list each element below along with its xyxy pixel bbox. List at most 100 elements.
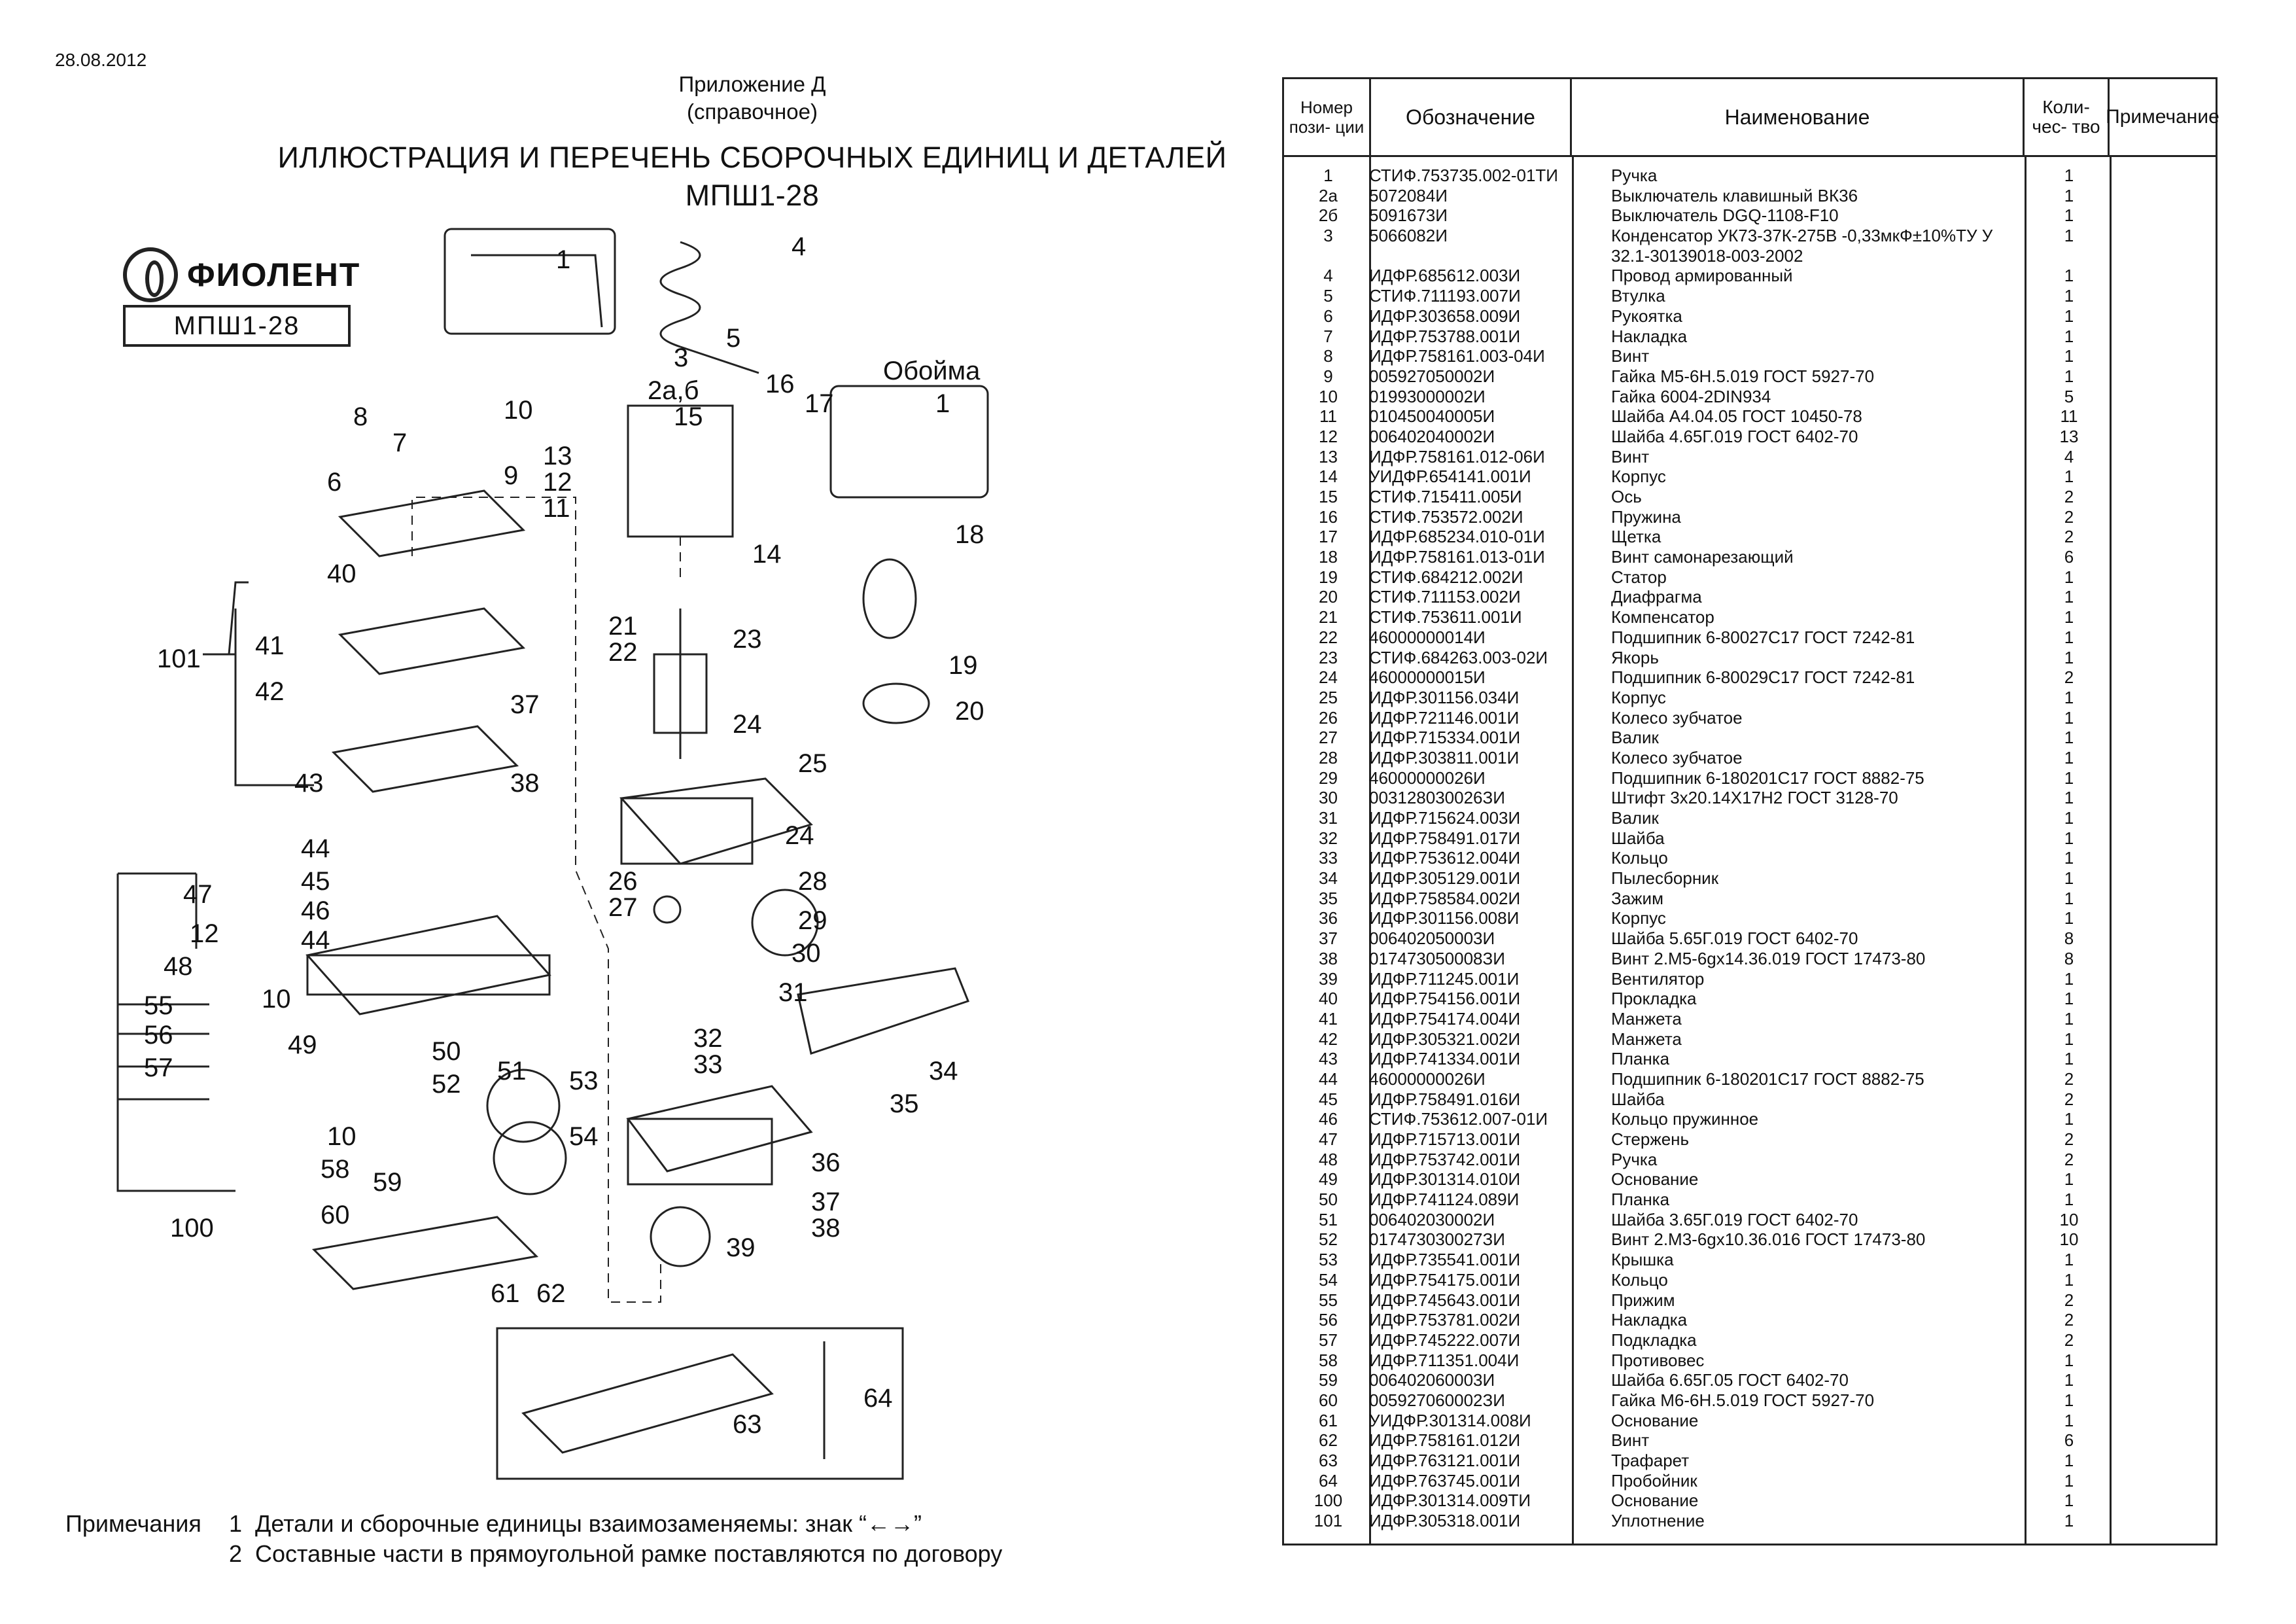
callout-label: 15 [674, 402, 703, 431]
row-designation: ИДФР.754175.001И [1369, 1269, 1521, 1290]
row-name: Выключатель клавишный ВК36 [1611, 185, 1858, 205]
row-position: 28 [1319, 747, 1338, 768]
callout-label: 44 [301, 926, 330, 955]
row-position: 46 [1319, 1109, 1338, 1129]
row-quantity: 1 [2064, 1029, 2074, 1049]
row-name: Колесо зубчатое [1611, 707, 1743, 728]
row-designation: ИДФР.721146.001И [1369, 707, 1520, 728]
row-name: Корпус [1611, 908, 1666, 928]
header-designation: Обозначение [1371, 79, 1572, 155]
callout-label: 29 [798, 906, 827, 935]
row-quantity: 1 [2064, 707, 2074, 728]
row-quantity: 1 [2064, 607, 2074, 627]
row-name: Основание [1611, 1491, 1699, 1511]
row-quantity: 1 [2064, 828, 2074, 848]
row-name: Основание [1611, 1410, 1699, 1430]
callout-label: 34 [929, 1057, 958, 1086]
row-designation: СТИФ.711153.002И [1369, 587, 1521, 607]
row-name: Пружина [1611, 506, 1681, 527]
callout-label: 37 [811, 1188, 841, 1216]
row-designation: 46000000015И [1369, 667, 1486, 688]
callout-label: 6 [327, 468, 341, 497]
callout-label: 38 [510, 769, 540, 798]
row-quantity: 4 [2064, 446, 2074, 467]
row-name: Выключатель DGQ-1108-F10 [1611, 205, 1839, 226]
row-position: 59 [1319, 1370, 1338, 1390]
callout-label: 14 [752, 540, 782, 569]
row-designation: ИДФР.754156.001И [1369, 989, 1521, 1009]
row-name: Противовес [1611, 1350, 1705, 1370]
row-quantity: 1 [2064, 868, 2074, 889]
row-designation: 5066082И [1369, 226, 1448, 246]
row-designation: ИДФР.301156.034И [1369, 687, 1520, 707]
row-designation: ИДФР.763121.001И [1369, 1451, 1521, 1471]
header-position: Номер пози- ции [1284, 79, 1371, 155]
row-designation: ИДФР.763745.001И [1369, 1470, 1521, 1491]
row-designation: 006402060003И [1369, 1370, 1495, 1390]
row-designation: ИДФР.754174.004И [1369, 1008, 1521, 1029]
callout-label: 7 [392, 429, 407, 457]
row-name: Накладка [1611, 1310, 1688, 1330]
row-name: Ручка [1611, 1149, 1658, 1169]
row-quantity: 1 [2064, 567, 2074, 587]
row-designation: ИДФР.715624.003И [1369, 808, 1521, 828]
row-quantity: 10 [2059, 1229, 2079, 1250]
callout-label: 3 [674, 344, 688, 372]
row-quantity: 1 [2064, 185, 2074, 205]
row-position: 24 [1319, 667, 1338, 688]
callout-label: 53 [569, 1067, 599, 1095]
row-name: Корпус [1611, 467, 1666, 487]
row-position: 31 [1319, 808, 1338, 828]
table-header: Номер пози- ции Обозначение Наименование… [1284, 79, 2219, 157]
header-name: Наименование [1572, 79, 2025, 155]
inset-label: Обойма [883, 357, 981, 385]
callout-label: 63 [733, 1410, 762, 1439]
row-designation: УИДФР.654141.001И [1369, 467, 1531, 487]
title-line-1: ИЛЛЮСТРАЦИЯ И ПЕРЕЧЕНЬ СБОРОЧНЫХ ЕДИНИЦ … [277, 141, 1227, 174]
fiolent-logo-icon [123, 247, 178, 302]
callout-label: 28 [798, 867, 827, 896]
callout-label: 8 [353, 402, 368, 431]
row-name: Винт 2.М3-6gх10.36.016 ГОСТ 17473-80 [1611, 1229, 1926, 1250]
callout-label: 1 [935, 389, 950, 418]
row-quantity: 1 [2064, 226, 2074, 246]
header-quantity: Коли- чес- тво [2025, 79, 2110, 155]
callout-label: 43 [294, 769, 324, 798]
row-position: 9 [1323, 366, 1333, 386]
row-name: Вентилятор [1611, 968, 1705, 989]
row-designation: ИДФР.305321.002И [1369, 1029, 1521, 1049]
row-designation: ИДФР.685234.010-01И [1369, 527, 1545, 547]
row-position: 13 [1319, 446, 1338, 467]
row-quantity: 1 [2064, 848, 2074, 868]
row-designation: СТИФ.753735.002-01ТИ [1369, 166, 1558, 185]
row-position: 20 [1319, 587, 1338, 607]
row-quantity: 1 [2064, 747, 2074, 768]
callout-label: 24 [785, 821, 814, 850]
row-quantity: 6 [2064, 547, 2074, 567]
row-designation: 006402040002И [1369, 426, 1495, 446]
row-quantity: 1 [2064, 808, 2074, 828]
row-position: 61 [1319, 1410, 1338, 1430]
appendix-line-2: (справочное) [687, 99, 818, 124]
row-position: 30 [1319, 788, 1338, 808]
row-position: 2а [1319, 185, 1338, 205]
row-name: Шайба 5.65Г.019 ГОСТ 6402-70 [1611, 928, 1858, 949]
column-divider [1572, 155, 1574, 1544]
row-name: Гайка М5-6Н.5.019 ГОСТ 5927-70 [1611, 366, 1875, 386]
row-position: 16 [1319, 506, 1338, 527]
appendix-line-1: Приложение Д [678, 72, 826, 96]
